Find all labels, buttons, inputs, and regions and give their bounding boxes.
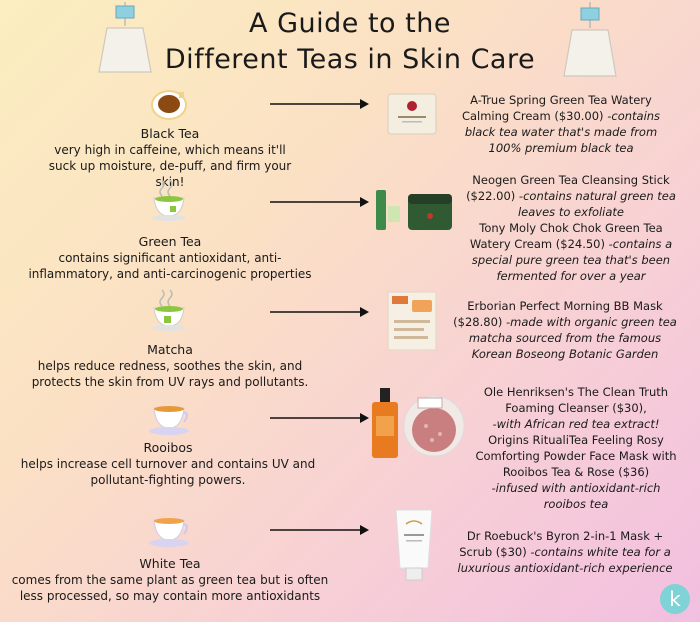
- product-name: Dr Roebuck's Byron 2-in-1 Mask + Scrub (…: [459, 529, 664, 559]
- product-name-2: Tony Moly Chok Chok Green Tea Watery Cre…: [469, 221, 663, 251]
- teabag-icon: [563, 2, 617, 77]
- teabag-icon: [98, 2, 152, 73]
- arrow-right-icon: [270, 307, 369, 317]
- product-name: Neogen Green Tea Cleansing Stick ($22.00…: [466, 173, 670, 203]
- product-stick-and-jar-image: [376, 190, 452, 230]
- product-jar-image: [387, 93, 437, 135]
- arrow-right-icon: [270, 525, 369, 535]
- product-note: -contains white tea for a luxurious anti…: [457, 545, 673, 575]
- product-mask-box-image: [387, 291, 437, 351]
- product-text-white: Dr Roebuck's Byron 2-in-1 Mask + Scrub (…: [450, 528, 680, 576]
- tea-name: White Tea: [139, 556, 201, 571]
- tea-label-white: White Tea comes from the same plant as g…: [10, 556, 330, 604]
- title-line-1: A Guide to the: [249, 8, 451, 39]
- tea-description: helps increase cell turnover and contain…: [20, 457, 316, 487]
- tea-description: comes from the same plant as green tea b…: [11, 573, 329, 603]
- product-note: -contains black tea water that's made fr…: [464, 109, 661, 155]
- product-tube-image: [395, 509, 433, 581]
- arrow-right-icon: [270, 413, 369, 423]
- product-note-2: -contains a special pure green tea that'…: [471, 237, 673, 283]
- product-note: -contains natural green tea leaves to ex…: [515, 189, 676, 219]
- page-title: A Guide to the Different Teas in Skin Ca…: [0, 6, 700, 78]
- arrow-right-icon: [270, 99, 369, 109]
- product-name-2: Origins RitualiTea Feeling Rosy Comforti…: [475, 433, 677, 479]
- tea-cup-icon: [149, 406, 189, 435]
- tea-name: Green Tea: [138, 234, 202, 249]
- tea-cup-icon: [149, 518, 189, 547]
- product-text-matcha: Erborian Perfect Morning BB Mask ($28.80…: [452, 298, 678, 362]
- product-text-black: A-True Spring Green Tea Watery Calming C…: [452, 92, 670, 156]
- product-text-rooibos: Ole Henriksen's The Clean Truth Foaming …: [470, 384, 682, 512]
- tea-name: Matcha: [147, 342, 193, 357]
- arrow-right-icon: [270, 197, 369, 207]
- product-name: A-True Spring Green Tea Watery Calming C…: [461, 93, 652, 123]
- title-line-2: Different Teas in Skin Care: [164, 44, 536, 75]
- product-note: -with African red tea extract!: [492, 417, 660, 431]
- product-note-2: -infused with antioxidant-rich rooibos t…: [491, 481, 661, 511]
- tea-label-rooibos: Rooibos helps increase cell turnover and…: [14, 440, 322, 488]
- tea-cup-icon: [152, 179, 186, 221]
- product-cleanser-and-mask-image: [372, 388, 465, 458]
- tea-description: very high in caffeine, which means it'll…: [48, 143, 292, 189]
- brand-logo-letter: k: [669, 587, 681, 611]
- tea-description: contains significant antioxidant, anti-i…: [28, 251, 312, 281]
- product-name: Ole Henriksen's The Clean Truth Foaming …: [483, 385, 669, 415]
- product-text-green: Neogen Green Tea Cleansing Stick ($22.00…: [462, 172, 680, 284]
- product-note: -made with organic green tea matcha sour…: [468, 315, 677, 361]
- tea-cup-icon: [151, 90, 187, 120]
- tea-name: Black Tea: [140, 126, 200, 141]
- tea-cup-icon: [152, 289, 186, 331]
- tea-name: Rooibos: [143, 440, 193, 455]
- tea-label-matcha: Matcha helps reduce redness, soothes the…: [30, 342, 310, 390]
- tea-label-green: Green Tea contains significant antioxida…: [25, 234, 315, 282]
- tea-description: helps reduce redness, soothes the skin, …: [31, 359, 309, 389]
- tea-label-black: Black Tea very high in caffeine, which m…: [40, 126, 300, 190]
- brand-logo-icon: k: [660, 584, 690, 614]
- product-name: Erborian Perfect Morning BB Mask ($28.80…: [453, 299, 663, 329]
